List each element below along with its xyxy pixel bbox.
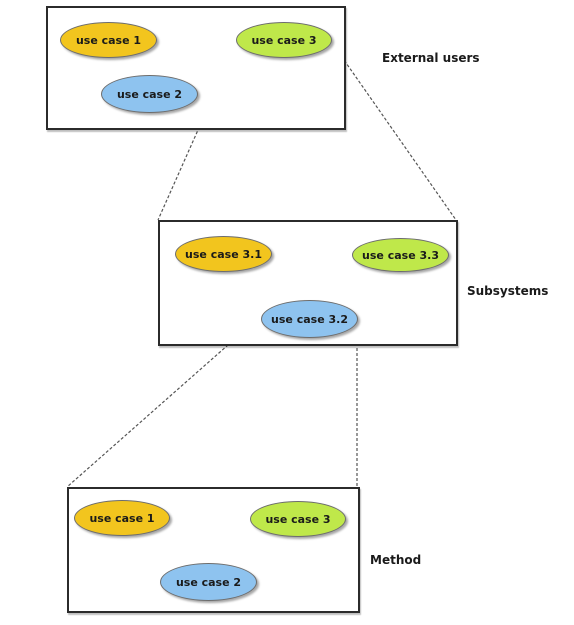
- level-label-method: Method: [370, 553, 422, 567]
- use-case-ellipse[interactable]: use case 3.1: [175, 236, 272, 272]
- level-label-external-users: External users: [382, 51, 480, 65]
- use-case-ellipse[interactable]: use case 3.2: [261, 300, 358, 338]
- use-case-ellipse[interactable]: use case 1: [60, 22, 157, 58]
- use-case-ellipse[interactable]: use case 2: [160, 563, 257, 601]
- use-case-ellipse[interactable]: use case 3: [250, 501, 346, 537]
- use-case-ellipse[interactable]: use case 3.3: [352, 238, 449, 272]
- use-case-ellipse[interactable]: use case 1: [74, 500, 170, 536]
- use-case-ellipse[interactable]: use case 2: [101, 75, 198, 113]
- zoom-line-top-right: [329, 39, 457, 221]
- level-label-subsystems: Subsystems: [467, 284, 549, 298]
- use-case-ellipse[interactable]: use case 3: [236, 22, 332, 58]
